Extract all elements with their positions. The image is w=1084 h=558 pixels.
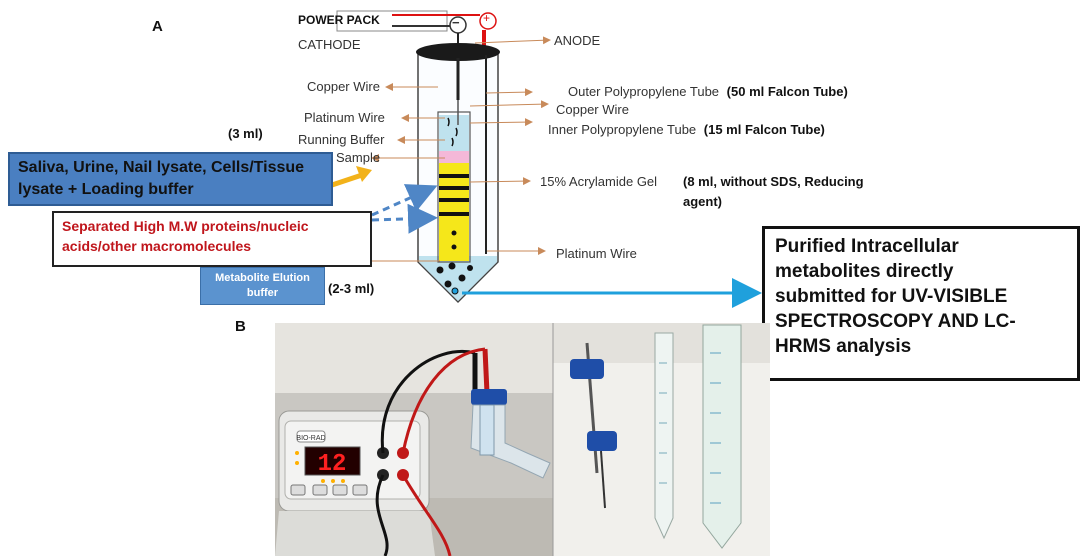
separated-box-line-1: Separated High M.W proteins/nucleic <box>62 218 309 234</box>
photo-svg: BIO-RAD 12 <box>275 323 770 556</box>
tube-cap <box>416 43 500 61</box>
result-line-2: metabolites directly <box>775 261 954 282</box>
label-copper-wire-right: Copper Wire <box>556 102 629 117</box>
power-pack-label: POWER PACK <box>298 13 380 27</box>
minus-sign: − <box>452 15 460 30</box>
result-line-3: submitted for UV-VISIBLE <box>775 286 1008 307</box>
label-sample: Sample <box>336 150 381 165</box>
dashed-arrow-top <box>371 184 438 217</box>
label-outer-tube-note: (50 ml Falcon Tube) <box>726 84 848 99</box>
label-inner-tube-note: (15 ml Falcon Tube) <box>703 122 825 137</box>
led-display <box>304 446 361 476</box>
separated-macromolecules-box: Separated High M.W proteins/nucleic acid… <box>52 211 372 267</box>
result-line-4: SPECTROSCOPY AND LC- <box>775 311 1016 332</box>
running-buffer <box>439 115 469 151</box>
panel-label-b: B <box>235 318 246 335</box>
result-line-5: HRMS analysis <box>775 336 912 357</box>
sample-input-box: Saliva, Urine, Nail lysate, Cells/Tissue… <box>8 152 333 206</box>
result-line-1: Purified Intracellular <box>775 236 959 257</box>
photo-15ml-tube <box>654 332 674 540</box>
plus-sign: + <box>483 11 491 25</box>
photo-cap-1 <box>570 359 604 379</box>
label-sample-volume: (3 ml) <box>228 126 263 141</box>
photo-display-value: 12 <box>318 451 347 478</box>
label-outer-tube: Outer Polypropylene Tube (50 ml Falcon T… <box>568 84 848 99</box>
orange-arrow <box>356 166 372 182</box>
photo-brand-text: BIO-RAD <box>296 435 325 442</box>
label-running-buffer: Running Buffer <box>298 132 385 147</box>
label-platinum-wire-left: Platinum Wire <box>304 110 385 125</box>
photo-cap-2 <box>587 431 617 451</box>
sample-layer <box>439 151 469 163</box>
label-gel: 15% Acrylamide Gel <box>540 174 658 189</box>
inner-tube <box>437 111 471 263</box>
photo-blue-cap <box>471 389 507 405</box>
dashed-arrow-bottom <box>371 203 438 234</box>
elution-buffer-box: Metabolite Elution buffer <box>200 267 325 305</box>
elution-box-line-1: Metabolite Elution <box>215 272 310 284</box>
label-gel-note-1: (8 ml, without SDS, Reducing <box>683 174 864 189</box>
anode-label: ANODE <box>554 33 601 48</box>
cathode-label: CATHODE <box>298 37 361 52</box>
purified-metabolites-box: Purified Intracellular metabolites direc… <box>762 226 1080 381</box>
label-inner-tube-text: Inner Polypropylene Tube <box>548 122 697 137</box>
elution-box-line-2: buffer <box>246 287 279 299</box>
panel-label-a: A <box>152 18 163 35</box>
sample-box-line-2: lysate + Loading buffer <box>18 181 194 198</box>
label-inner-tube: Inner Polypropylene Tube (15 ml Falcon T… <box>548 122 825 137</box>
separated-box-line-2: acids/other macromolecules <box>62 238 252 254</box>
label-outer-tube-text: Outer Polypropylene Tube <box>568 84 720 99</box>
anode-terminal <box>479 12 497 30</box>
sample-box-line-1: Saliva, Urine, Nail lysate, Cells/Tissue <box>18 159 305 176</box>
photo-50ml-tube <box>702 324 742 549</box>
label-copper-wire-left: Copper Wire <box>307 79 380 94</box>
label-elution-volume: (2-3 ml) <box>328 281 375 296</box>
label-platinum-wire-right: Platinum Wire <box>556 246 637 261</box>
apparatus-photo: BIO-RAD 12 <box>275 323 770 556</box>
label-gel-note-2: agent) <box>683 194 722 209</box>
